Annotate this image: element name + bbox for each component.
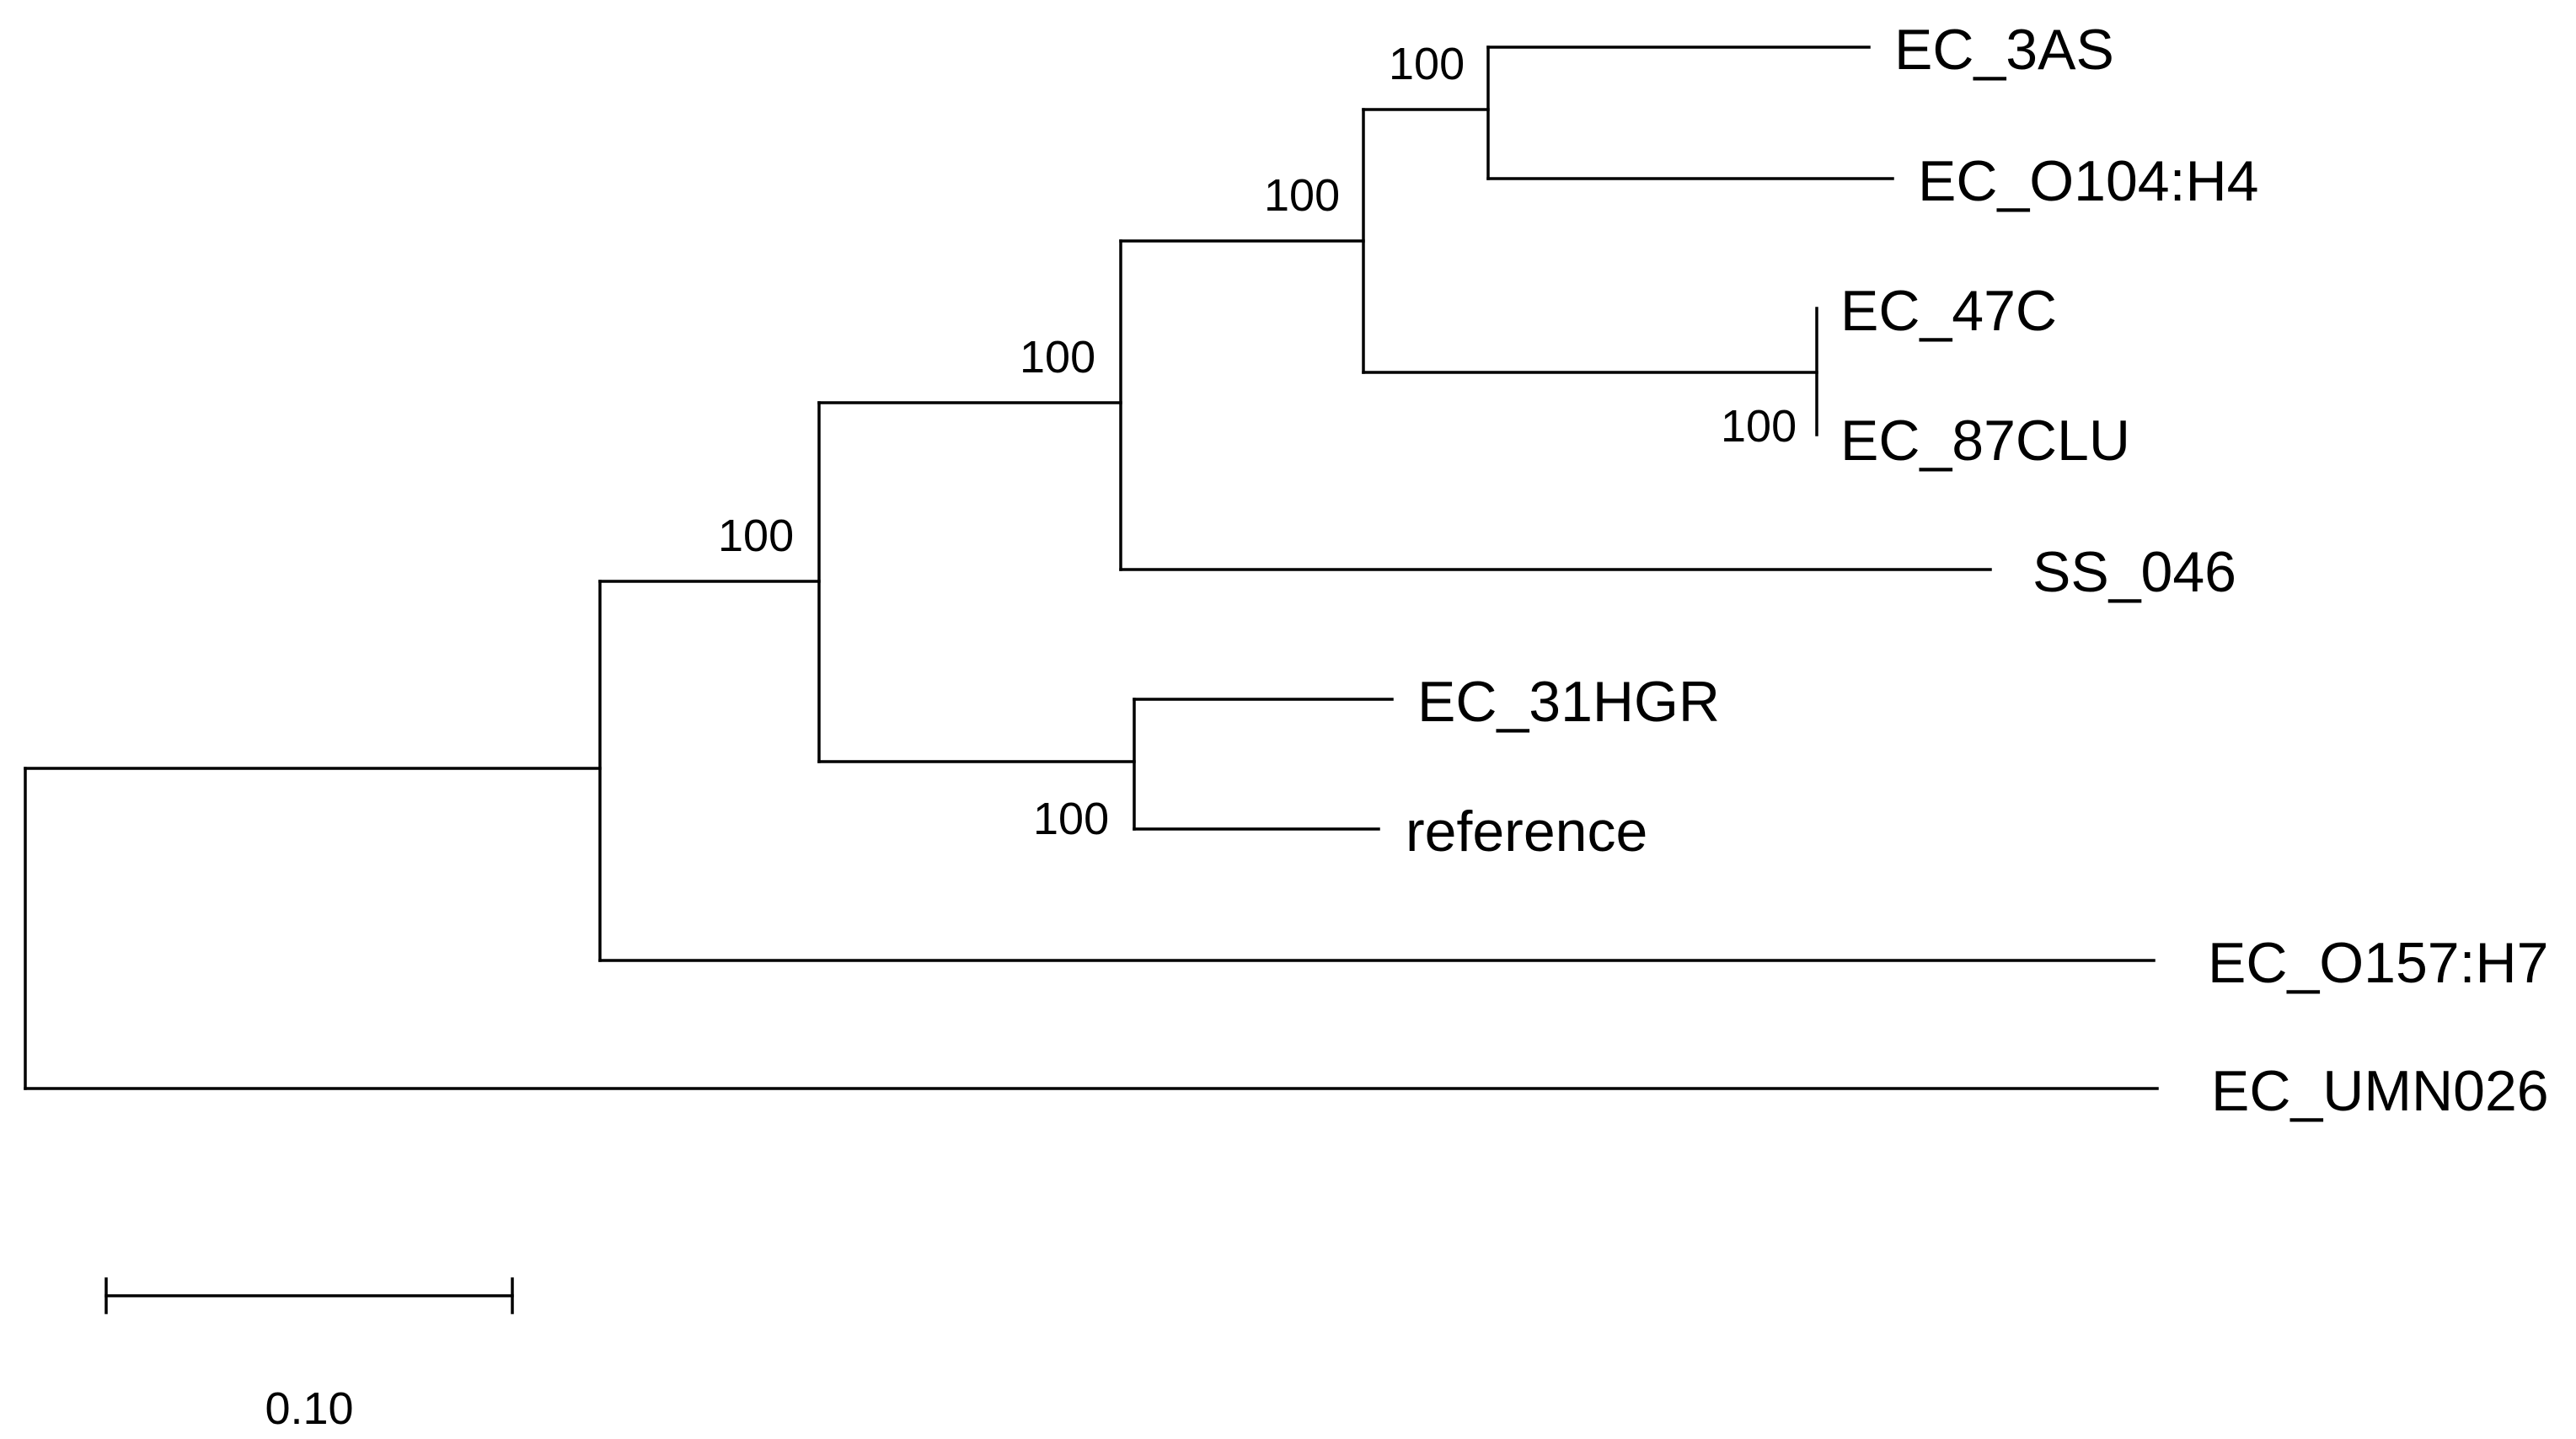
bootstrap-value: 100 <box>1033 794 1109 844</box>
taxon-label-ec-o157-h7: EC_O157:H7 <box>2208 931 2548 995</box>
taxon-label-reference: reference <box>1406 800 1647 864</box>
taxon-label-ec-87clu: EC_87CLU <box>1840 409 2130 473</box>
taxon-label-ec-31hgr: EC_31HGR <box>1417 670 1720 734</box>
taxon-label-ss-046: SS_046 <box>2032 540 2236 604</box>
bootstrap-value: 100 <box>1721 401 1797 452</box>
bootstrap-value: 100 <box>1020 332 1095 382</box>
taxon-label-ec-3as: EC_3AS <box>1894 18 2114 82</box>
scale-bar-label: 0.10 <box>265 1383 353 1434</box>
taxon-label-ec-47c: EC_47C <box>1840 279 2057 343</box>
scale-bar: 0.10 <box>104 1277 514 1434</box>
bootstrap-value: 100 <box>1264 170 1340 221</box>
taxon-label-ec-o104-h4: EC_O104:H4 <box>1918 149 2258 213</box>
bootstrap-value: 100 <box>1389 39 1465 89</box>
taxon-label-ec-umn026: EC_UMN026 <box>2211 1059 2549 1123</box>
bootstrap-value: 100 <box>718 511 794 561</box>
